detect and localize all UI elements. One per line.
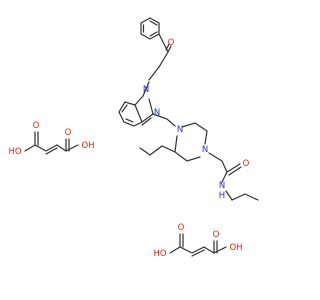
fumaric-acid-2 xyxy=(169,233,227,257)
amide-oxygen-label: O xyxy=(243,159,250,169)
chemical-structure-diagram: O N N N N O N H HO O O OH HO O O OH xyxy=(8,17,259,259)
atom-labels: O N N N N O N H HO O O OH HO O O OH xyxy=(8,38,249,259)
fumaric-1-ho-label: HO xyxy=(8,147,21,157)
imidazole-imine-nitrogen-label: N xyxy=(154,108,160,118)
ketone-oxygen-label: O xyxy=(168,38,175,48)
piperazine-ring xyxy=(174,122,208,162)
ketone-linker xyxy=(148,33,172,81)
amide-nitrogen-label: N xyxy=(219,181,225,191)
fumaric-2-carbonyl-oxygen-left: O xyxy=(178,223,185,233)
piperazine-nitrogen-top-label: N xyxy=(177,125,183,135)
acetamide-chain xyxy=(208,152,259,201)
methylene-bridge xyxy=(152,113,176,127)
fumaric-2-oh-label: OH xyxy=(229,243,242,253)
fumaric-1-carbonyl-oxygen-right: O xyxy=(65,128,72,138)
amide-hydrogen-label: H xyxy=(219,191,225,201)
fumaric-acid-1 xyxy=(24,131,79,155)
imidazole-nitrogen-label: N xyxy=(143,85,149,95)
propyl-substituent xyxy=(139,145,176,156)
phenyl-ring xyxy=(140,17,160,40)
fumaric-1-oh-label: OH xyxy=(81,141,94,151)
main-compound xyxy=(118,17,259,201)
fumaric-2-ho-label: HO xyxy=(153,249,166,259)
benzimidazole xyxy=(118,81,154,127)
piperazine-nitrogen-bottom-label: N xyxy=(202,145,208,155)
fumaric-2-carbonyl-oxygen-right: O xyxy=(213,230,220,240)
fumaric-1-carbonyl-oxygen-left: O xyxy=(33,121,40,131)
